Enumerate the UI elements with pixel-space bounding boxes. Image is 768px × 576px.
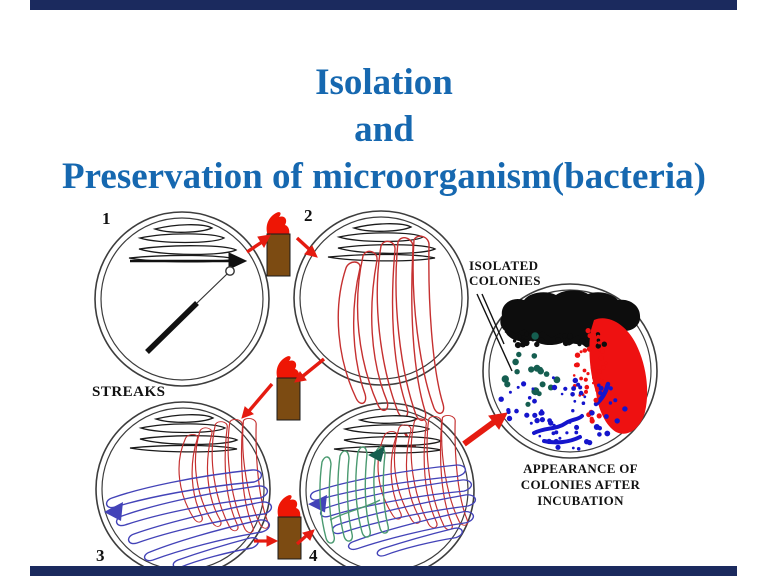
red-colony-dots [572, 328, 608, 424]
isolated-colonies-label: ISOLATED COLONIES [469, 258, 541, 288]
isolated-colonies-line: ISOLATED [469, 258, 539, 273]
burner-2 [276, 355, 301, 421]
arrow-dish4-to-colonies [462, 412, 508, 447]
colony-growth [498, 290, 648, 451]
process-arrows [241, 234, 508, 547]
burner-1 [266, 211, 291, 277]
blue-colony-run [593, 381, 611, 407]
title-line: Isolation [315, 62, 453, 103]
arrow-dish3-to-burner3 [254, 535, 279, 547]
step-label-2: 2 [304, 206, 313, 225]
arrow-dish2-to-burner2 [294, 357, 326, 383]
step-label-4: 4 [309, 546, 318, 565]
inoculation-loop-icon [145, 266, 235, 354]
blue-colony-run [532, 414, 584, 435]
burner-3 [277, 494, 302, 560]
bottom-accent-bar [30, 566, 737, 576]
streak-direction-arrow [130, 252, 248, 270]
appearance-label: APPEARANCE OF COLONIES AFTER INCUBATION [503, 461, 658, 509]
red-heavy-growth [589, 318, 648, 434]
top-accent-bar [30, 0, 737, 10]
blue-colony-dots [498, 376, 628, 451]
appearance-line: APPEARANCE OF [523, 461, 638, 476]
streaks-label: STREAKS [92, 384, 166, 400]
page-title: Isolation and Preservation of microorgan… [0, 59, 768, 200]
black-colony-dots [512, 331, 607, 349]
arrow-burner3-to-dish4 [295, 529, 315, 546]
isolated-colonies-line: COLONIES [469, 273, 541, 288]
step-label-1: 1 [102, 209, 111, 228]
appearance-line: INCUBATION [537, 493, 624, 508]
arrow-burner1-to-dish2 [295, 236, 318, 258]
title-line: Preservation of microorganism(bacteria) [62, 156, 706, 197]
title-line: and [354, 109, 414, 150]
arrow-dish1-to-burner1 [246, 234, 271, 254]
step-label-3: 3 [96, 546, 105, 565]
appearance-line: COLONIES AFTER [520, 477, 641, 492]
isolated-colonies-pointer-lines [476, 293, 513, 372]
arrow-burner2-to-dish3 [241, 382, 274, 419]
